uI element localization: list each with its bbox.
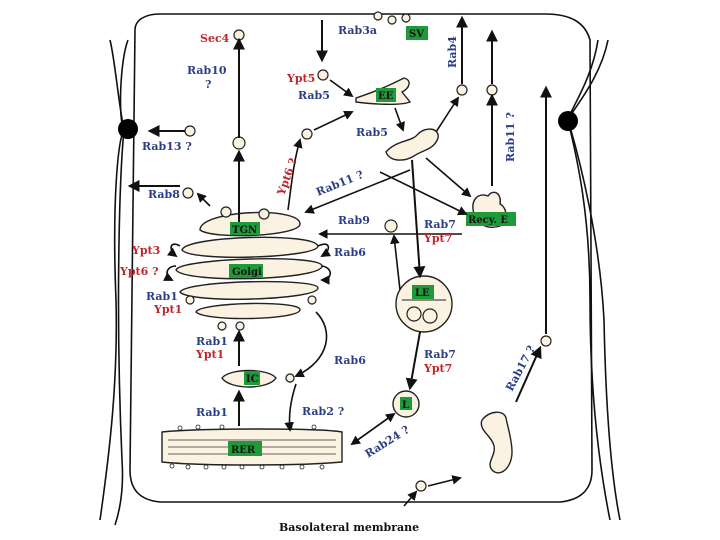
label-sec4: Sec4 [200,32,230,45]
sorting-endosome [385,128,439,161]
label-ypt1-ic: Ypt1 [195,348,224,361]
basolateral-carrier [480,411,513,474]
label-rab24: Rab24 ? [363,423,412,460]
label-rab5-top: Rab5 [298,89,330,102]
golgi-box [229,264,263,278]
label-rab1-golgi: Rab1 [146,290,178,303]
pathway-arrows [127,15,552,507]
label-rab6-golgi: Rab6 [334,246,366,259]
sv-label: SV [409,29,424,40]
rer-label: RER [231,445,256,456]
label-rab7-upper: Rab7 [424,218,456,231]
ee-label: EE [378,91,394,102]
label-rab9: Rab9 [338,214,370,227]
label-rab11-center: Rab11 ? [314,168,365,199]
label-rab13: Rab13 ? [142,140,192,153]
recycling-label: Recy. E [468,215,508,226]
sv-vesicle-1 [373,11,383,21]
label-rab10-q: ? [205,78,211,91]
label-rab7-lower: Rab7 [424,348,456,361]
le-organelle [395,275,453,333]
lysosome-box [400,397,412,410]
sv-vesicle-3 [401,13,411,23]
tgn-label: TGN [232,225,257,236]
cell-outline [99,13,621,526]
label-ypt3: Ypt3 [131,244,160,257]
label-rab3a: Rab3a [338,24,377,37]
label-rab4: Rab4 [446,36,459,68]
right-junction-icon [558,111,578,131]
ic-label: IC [246,374,259,385]
le-box [412,285,434,299]
ic-box [244,371,260,385]
label-ypt6-upper: Ypt6 ? [274,156,300,198]
sv-box [406,26,428,40]
sv-vesicle-2 [387,15,397,25]
label-ypt1-golgi: Ypt1 [153,303,182,316]
caption: Basolateral membrane [279,521,419,534]
label-ypt7-upper: Ypt7 [423,232,452,245]
recycling-box [466,212,516,226]
label-ypt7-lower: Ypt7 [423,362,452,375]
label-rab1-rer: Rab1 [196,406,228,419]
label-rab6-ic: Rab6 [334,354,366,367]
lysosome-label: L [402,400,409,411]
label-rab11-right: Rab11 ? [504,112,517,162]
label-rab1-ic: Rab1 [196,335,228,348]
label-rab2: Rab2 ? [302,405,344,418]
vesicles [182,29,552,492]
left-junction-icon [118,119,138,139]
label-rab5-mid: Rab5 [356,126,388,139]
golgi-label: Golgi [232,267,262,278]
tgn-box [230,222,260,235]
rer-box [228,441,262,456]
label-rab8: Rab8 [148,188,180,201]
ee-box [376,88,396,102]
label-ypt5: Ypt5 [286,72,315,85]
label-rab10: Rab10 [187,64,227,77]
label-ypt6-left: Ypt6 ? [119,265,159,278]
label-rab17: Rab17 ? [503,343,538,393]
le-label: LE [415,288,430,299]
